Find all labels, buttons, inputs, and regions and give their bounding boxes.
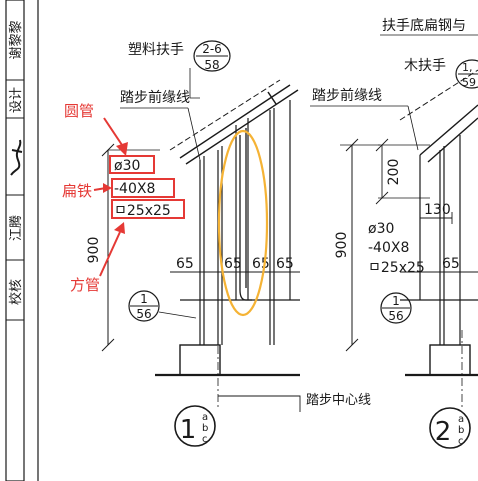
detail-num-1: 1 (180, 415, 197, 445)
spacing-left-1: 65 (224, 256, 242, 272)
spec-round-right: ø30 (368, 221, 394, 237)
annotation-round-tube: 圆管 (64, 102, 94, 120)
plastic-handrail-ref-bottom: 58 (204, 58, 219, 72)
right-detail (310, 34, 478, 410)
spacing-right-0: 65 (442, 256, 460, 272)
annotation-square-tube: 方管 (70, 276, 100, 294)
detail-num-2: 2 (435, 417, 452, 447)
spec-round-box: ø30 (109, 155, 155, 174)
title-cell-name: 谢黎黎 (8, 20, 24, 59)
plastic-handrail-ref-top: 2-6 (202, 42, 222, 56)
highlight-ellipse (217, 129, 269, 317)
right-ref-top: 1 (392, 294, 400, 308)
detail-1-letter-b: b (202, 423, 208, 434)
detail-marker-2: 2 a b c (429, 407, 471, 449)
annotation-arrows (93, 117, 128, 277)
height-dim-left: 900 (86, 237, 102, 264)
right-ref-bubble: 1 56 (380, 292, 412, 324)
spec-square-right: ㅁ25x25 (368, 260, 425, 276)
dim-130-right: 130 (424, 202, 451, 218)
left-ref-bubble: 1 56 (128, 290, 197, 322)
detail-2-letter-b: b (458, 425, 464, 436)
detail-2-letter-a: a (458, 414, 464, 425)
wood-handrail-label: 木扶手 (404, 58, 446, 74)
spec-flat-right: -40X8 (368, 240, 409, 256)
step-center-line-label: 踏步中心线 (306, 393, 371, 408)
title-cell-design: 设计 (9, 87, 24, 113)
wood-handrail-ref-bubble: 1, 59 (455, 59, 478, 89)
plastic-handrail-label: 塑料扶手 (128, 42, 184, 58)
spec-flat-box: -40X8 (111, 178, 175, 198)
wood-handrail-ref-bottom: 59 (462, 76, 476, 89)
spec-round-left: ø30 (114, 158, 140, 174)
left-ref-top: 1 (140, 292, 148, 306)
plastic-handrail-ref-bubble: 2-6 58 (193, 40, 231, 72)
step-front-edge-label-left: 踏步前缘线 (120, 89, 190, 106)
right-ref-bottom: 56 (388, 309, 403, 323)
left-ref-bottom: 56 (136, 307, 151, 321)
spec-flat-left: -40X8 (114, 181, 155, 197)
spacing-left-0: 65 (176, 256, 194, 272)
detail-marker-1: 1 a b c (174, 405, 216, 447)
title-cell-signature: 江腾 (8, 215, 24, 241)
dim-200-right: 200 (386, 159, 402, 186)
spacing-left-3: 65 (276, 256, 294, 272)
title-block (5, 0, 39, 481)
spec-square-left: ㅁ25x25 (114, 203, 171, 219)
detail-1-letter-a: a (202, 412, 208, 423)
handrail-base-flat-steel-label: 扶手底扁钢与 (382, 18, 466, 34)
step-front-edge-label-right: 踏步前缘线 (312, 87, 382, 104)
height-dim-right: 900 (334, 232, 350, 259)
wood-handrail-ref-top: 1, (462, 61, 473, 74)
left-detail (101, 68, 301, 412)
detail-2-letter-c: c (458, 436, 464, 447)
detail-1-letter-c: c (202, 434, 208, 445)
title-cell-check: 校核 (8, 279, 24, 305)
handwritten-signature-mark (10, 139, 23, 176)
annotation-flat-iron: 扁铁 (62, 182, 92, 200)
spec-square-box: ㅁ25x25 (111, 199, 185, 219)
spacing-left-2: 65 (252, 256, 270, 272)
